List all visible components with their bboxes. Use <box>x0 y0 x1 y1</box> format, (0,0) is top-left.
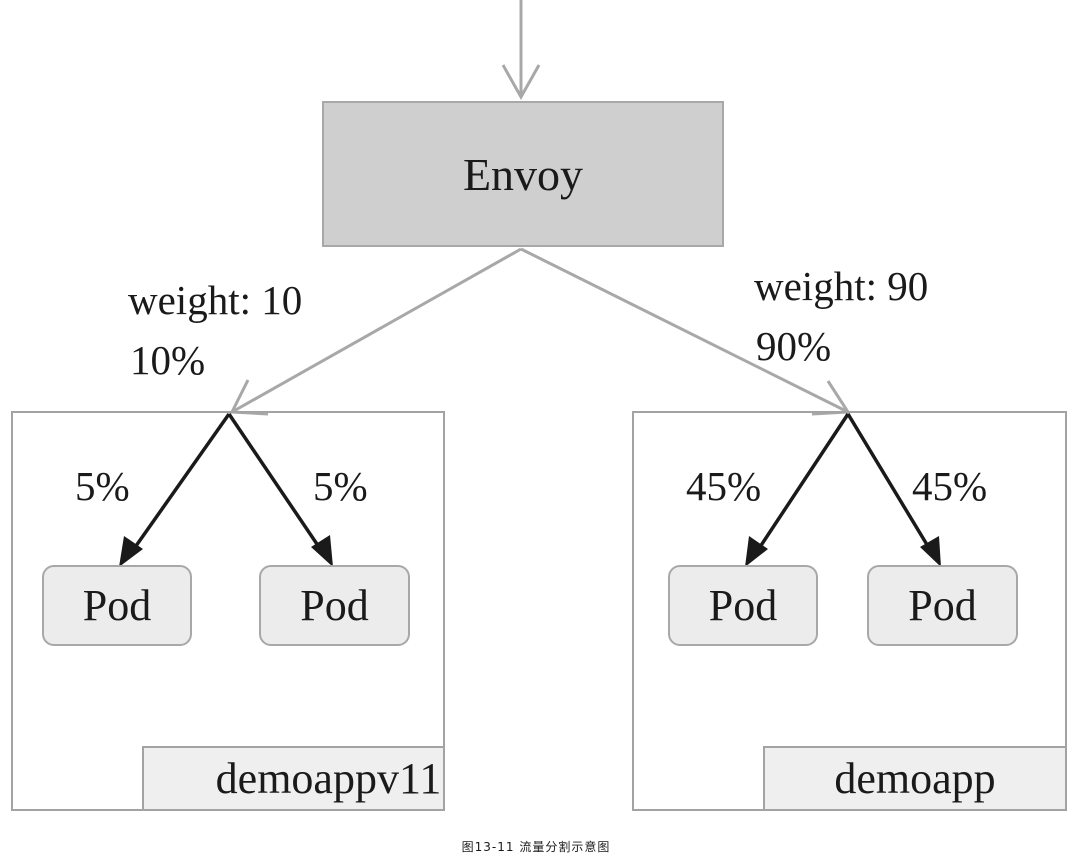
pod-percent-left-1: 5% <box>75 463 130 509</box>
envoy-label: Envoy <box>462 148 584 200</box>
service-name-right: demoapp <box>834 754 996 803</box>
route-arrow-left <box>229 247 522 416</box>
pod-arrows-left <box>119 412 333 567</box>
service-name-tag-left: demoappv11 <box>142 746 445 811</box>
route-weight-right: weight: 90 <box>754 263 929 309</box>
service-name-tag-right: demoapp <box>763 746 1067 811</box>
pod-right-2: Pod <box>867 565 1018 646</box>
service-name-left: demoappv11 <box>215 754 442 803</box>
pod-left-2: Pod <box>259 565 410 646</box>
incoming-arrow <box>501 0 541 101</box>
pod-percent-right-2: 45% <box>912 463 988 509</box>
figure-caption: 图13-11 流量分割示意图 <box>461 840 611 854</box>
pod-percent-right-1: 45% <box>686 463 762 509</box>
route-percent-right: 90% <box>756 323 832 369</box>
pod-label: Pod <box>708 581 778 630</box>
pod-label: Pod <box>82 581 152 630</box>
route-percent-left: 10% <box>130 337 206 383</box>
envoy-node: Envoy <box>322 101 724 247</box>
pod-left-1: Pod <box>42 565 192 646</box>
pod-right-1: Pod <box>668 565 818 646</box>
pod-label: Pod <box>300 581 369 630</box>
pod-label: Pod <box>908 581 977 630</box>
pod-arrows-right <box>745 413 941 567</box>
pod-percent-left-2: 5% <box>313 463 368 509</box>
route-weight-left: weight: 10 <box>128 277 303 323</box>
